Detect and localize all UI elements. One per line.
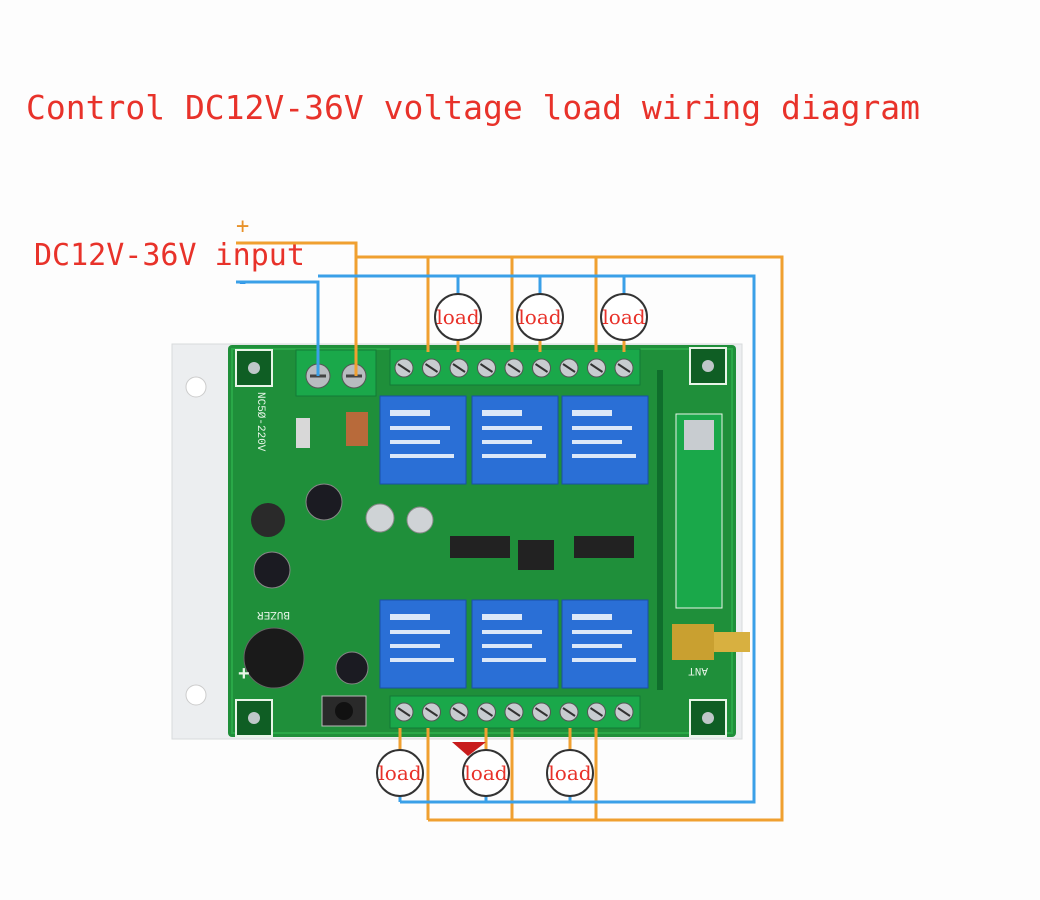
capacitor [335, 651, 369, 685]
ic-chip [518, 540, 554, 570]
load-symbol: load [462, 749, 510, 797]
mount-hole-left-bottom [185, 684, 207, 706]
fuse [296, 418, 310, 448]
load-symbol: load [376, 749, 424, 797]
model-label: NC5Ø-220V [254, 392, 266, 452]
board-plus-mark: + [238, 663, 250, 685]
positive-wire-input [236, 241, 358, 376]
capacitor [365, 503, 395, 533]
positive-marker: + [236, 214, 250, 239]
capacitor [406, 506, 434, 534]
inductor [251, 503, 285, 537]
antenna-label: ANT [688, 664, 708, 676]
resistor [346, 412, 368, 446]
ic-chip [450, 536, 510, 558]
load-symbol: load [600, 293, 648, 341]
load-symbol: load [516, 293, 564, 341]
load-label: load [436, 305, 479, 329]
capacitor [305, 483, 343, 521]
diagram-title: Control DC12V-36V voltage load wiring di… [26, 88, 921, 127]
negative-wire-input [236, 280, 320, 376]
buzzer-label: BUZER [257, 608, 290, 620]
capacitor [253, 551, 291, 589]
negative-bus [318, 274, 756, 804]
positive-bus [356, 255, 784, 822]
load-label: load [548, 761, 591, 785]
mount-hole-left-top [185, 376, 207, 398]
arrow-marker [452, 742, 486, 756]
load-label: load [518, 305, 561, 329]
antenna-connector [672, 624, 714, 660]
load-symbol: load [546, 749, 594, 797]
ic-chip [574, 536, 634, 558]
load-symbol: load [434, 293, 482, 341]
load-label: load [602, 305, 645, 329]
load-label: load [378, 761, 421, 785]
load-label: load [464, 761, 507, 785]
buzzer [243, 627, 305, 689]
